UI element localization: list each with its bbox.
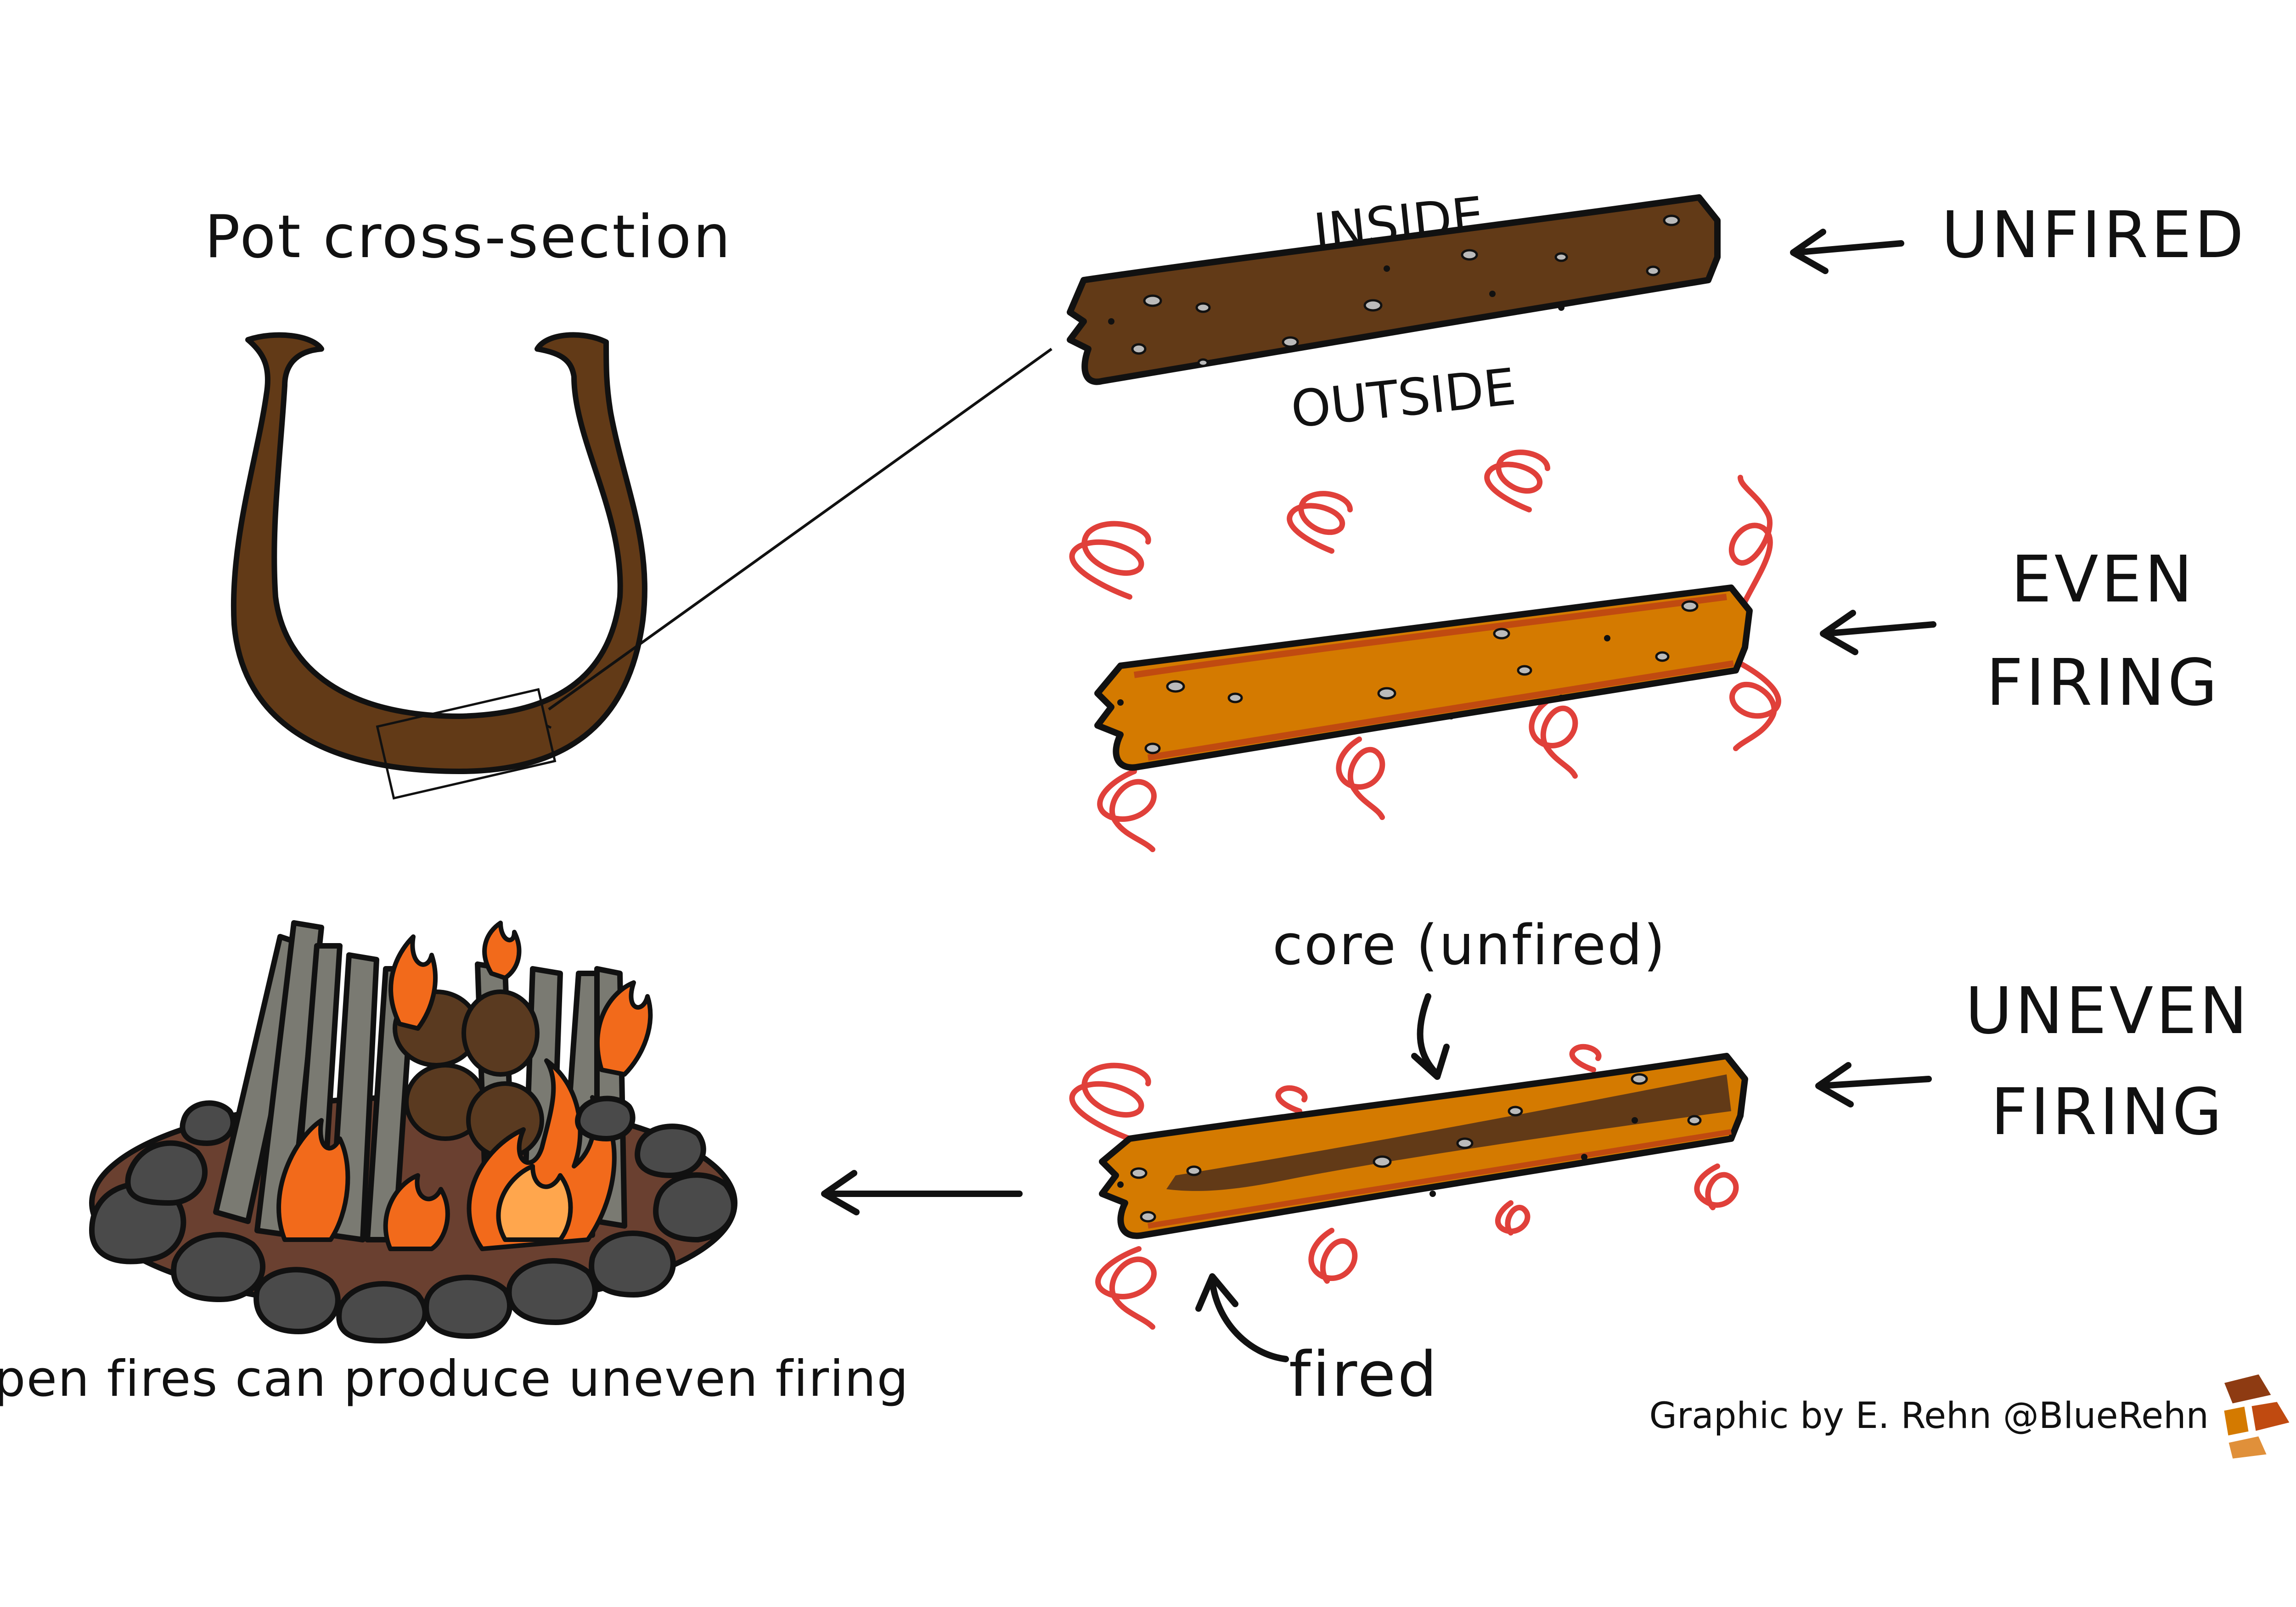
unfired-sherd (1067, 194, 1721, 385)
uneven-sherd-rim-bottom (1148, 1129, 1732, 1229)
even-grit-dots (1144, 600, 1699, 754)
zoom-line (548, 348, 1052, 711)
arrow-left-icon (1820, 610, 1936, 655)
uneven-sherd-core (1166, 1074, 1731, 1191)
uneven-label-line1: UNEVEN (1965, 974, 2251, 1049)
even-label-line1: EVEN (2011, 542, 2195, 617)
unfired-sherd-group: INSIDE OUTSIDE UNFIRED (1067, 185, 2247, 439)
bluerehn-logo-icon (2221, 1371, 2293, 1461)
zoom-line-lower (546, 724, 552, 729)
fired-label: fired (1289, 1338, 1439, 1410)
arrow-left-icon (1815, 1062, 1932, 1107)
even-sherd (1094, 584, 1753, 771)
heat-waves-uneven (1069, 1044, 1739, 1330)
fuel-logs (393, 989, 544, 1159)
uneven-grit-dots (1130, 1073, 1702, 1223)
flames (276, 921, 653, 1251)
heat-waves-even (1069, 450, 1781, 852)
unfired-grit-dots (1131, 214, 1680, 367)
credit-group: Graphic by E. Rehn @BlueRehn (1649, 1371, 2293, 1461)
outside-label: OUTSIDE (1288, 357, 1518, 439)
fire-ring-stones (89, 1096, 737, 1343)
pot-profile (231, 332, 647, 774)
pot-title: Pot cross-section (205, 203, 732, 271)
uneven-label-line2: FIRING (1991, 1075, 2225, 1150)
even-firing-group: EVEN FIRING (1069, 450, 2220, 852)
pot-cross-section-group: Pot cross-section (205, 203, 1052, 800)
arrow-left-icon (821, 1170, 1023, 1215)
core-label: core (unfired) (1272, 914, 1666, 978)
fire-caption: Open fires can produce uneven firing (0, 1350, 909, 1408)
even-sherd-rim-bottom (1147, 660, 1734, 761)
even-label-line2: FIRING (1986, 646, 2220, 720)
core-pointer-arrow (1411, 993, 1450, 1080)
even-sherd-rim-top (1133, 594, 1727, 678)
unfired-label: UNFIRED (1941, 198, 2247, 273)
fired-pointer-arrow (1195, 1273, 1289, 1362)
uneven-firing-group: core (unfired) (821, 914, 2251, 1410)
credit-text: Graphic by E. Rehn @BlueRehn (1649, 1395, 2209, 1437)
arrow-left-icon (1790, 229, 1904, 274)
open-fire-illustration: Open fires can produce uneven firing (0, 920, 909, 1408)
